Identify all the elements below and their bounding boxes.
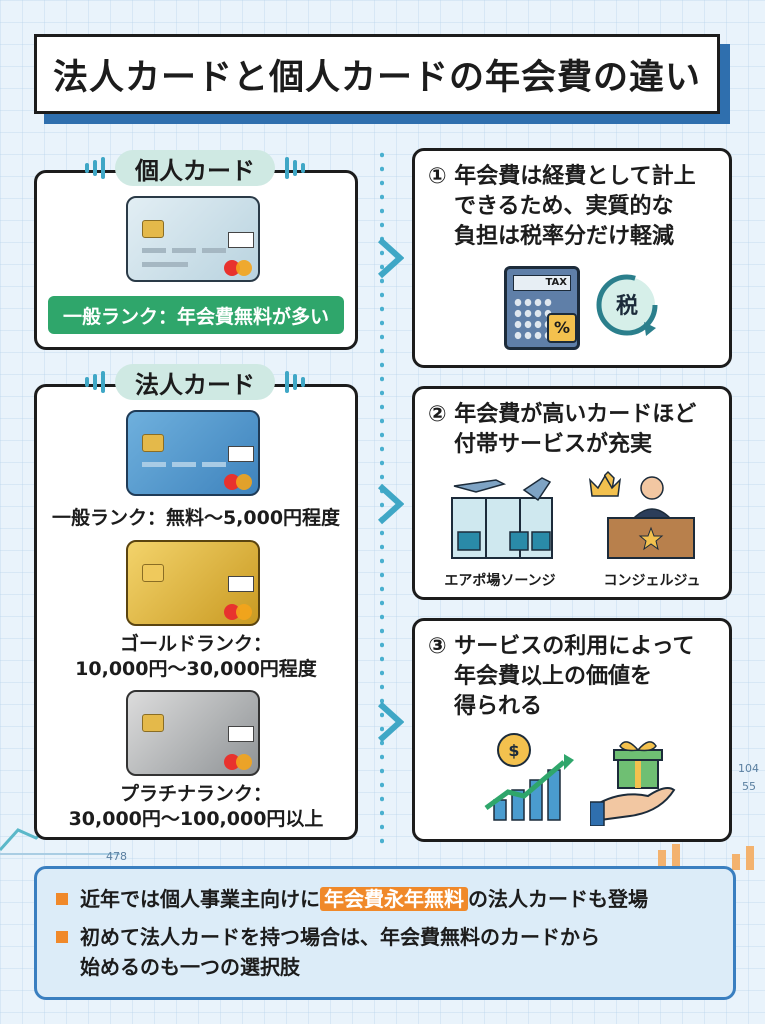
background-number: 55 (742, 780, 756, 793)
hologram-icon (228, 726, 254, 742)
corporate-heading: 法人カード (115, 364, 275, 400)
point-1-line: できるため、実質的な (454, 194, 674, 219)
personal-general-rank: 一般ランク：年会費無料が多い (48, 296, 344, 334)
platinum-rank-line1: プラチナランク： (119, 783, 272, 805)
card-stripe (142, 248, 166, 253)
growth-chart-icon: $ (480, 730, 580, 826)
concierge-label: コンジェルジュ (603, 573, 701, 589)
note-1-after: の法人カードも登場 (468, 887, 648, 911)
card-brand-icon (224, 474, 254, 490)
background-number: 478 (106, 850, 127, 863)
decoration-bars-icon (85, 371, 105, 393)
personal-heading-wrap: 個人カード (60, 148, 330, 188)
note-text: 初めて法人カードを持つ場合は、年会費無料のカードから 始めるのも一つの選択肢 (80, 922, 600, 982)
note-1-before: 近年では個人事業主向けに (80, 887, 320, 911)
gold-rank-line1: ゴールドランク： (119, 633, 272, 655)
card-brand-icon (224, 604, 254, 620)
lounge-label: エアポ場ソーンジ (444, 573, 556, 589)
notes-content: 近年では個人事業主向けに年会費永年無料の法人カードも登場 初めて法人カードを持つ… (56, 884, 726, 982)
calculator-keys (513, 297, 553, 341)
point-2-text: ② 年会費が高いカードほど 付帯サービスが充実 (428, 400, 728, 460)
note-2-line-b: 始めるのも一つの選択肢 (80, 955, 300, 979)
card-stripe (202, 248, 226, 253)
decoration-bars-icon (285, 157, 305, 179)
decoration-bars-icon (285, 371, 305, 393)
calculator-screen: TAX (513, 275, 571, 291)
point-1-line: 負担は税率分だけ軽減 (454, 224, 675, 249)
crown-icon (588, 474, 622, 498)
point-3-line: 得られる (454, 694, 543, 719)
card-stripe (172, 462, 196, 467)
card-stripe (142, 262, 188, 267)
point-1-line: ① 年会費は経費として計上 (428, 164, 696, 189)
decoration-bars-icon (85, 157, 105, 179)
divider (380, 148, 384, 848)
note-2-line-a: 初めて法人カードを持つ場合は、年会費無料のカードから (80, 925, 600, 949)
point-2-line: ② 年会費が高いカードほど (428, 402, 697, 427)
bullet-icon (56, 893, 68, 905)
point-2-line: 付帯サービスが充実 (454, 432, 653, 457)
note-text: 近年では個人事業主向けに年会費永年無料の法人カードも登場 (80, 884, 648, 914)
bullet-icon (56, 931, 68, 943)
point-3-text: ③ サービスの利用によって 年会費以上の価値を 得られる (428, 632, 728, 722)
page-title: 法人カードと個人カードの年会費の違い (34, 34, 720, 114)
card-stripe (172, 248, 196, 253)
note-item: 初めて法人カードを持つ場合は、年会費無料のカードから 始めるのも一つの選択肢 (56, 922, 726, 982)
corporate-heading-wrap: 法人カード (60, 362, 330, 402)
note-item: 近年では個人事業主向けに年会費永年無料の法人カードも登場 (56, 884, 726, 914)
general-rank-label: 一般ランク：無料〜5,000円程度 (51, 507, 341, 529)
hologram-icon (228, 446, 254, 462)
platinum-rank-line2: 30,000円〜100,000円以上 (68, 808, 324, 830)
chip-icon (142, 564, 164, 582)
personal-card-image (126, 196, 260, 282)
point-3-line: ③ サービスの利用によって (428, 634, 695, 659)
tax-icon: 税 (592, 270, 662, 340)
platinum-rank-label: プラチナランク： 30,000円〜100,000円以上 (40, 782, 352, 832)
general-card-image (126, 410, 260, 496)
chip-icon (142, 220, 164, 238)
card-brand-icon (224, 260, 254, 276)
gold-card-image (126, 540, 260, 626)
svg-text:$: $ (508, 741, 519, 760)
card-brand-icon (224, 754, 254, 770)
hologram-icon (228, 576, 254, 592)
airport-lounge-icon (446, 470, 558, 562)
calculator-icon: TAX % (504, 266, 580, 350)
point-2-panel (412, 386, 732, 600)
gold-rank-line2: 10,000円〜30,000円程度 (75, 658, 317, 680)
note-1-highlight: 年会費永年無料 (320, 887, 468, 911)
gift-icon (589, 736, 682, 827)
chevron-right-icon (377, 701, 404, 743)
card-stripe (202, 462, 226, 467)
point-3-panel (412, 618, 732, 842)
chevron-right-icon (377, 483, 404, 525)
platinum-card-image (126, 690, 260, 776)
hologram-icon (228, 232, 254, 248)
card-stripe (142, 462, 166, 467)
chevron-right-icon (377, 237, 404, 279)
point-3-line: 年会費以上の価値を (454, 664, 653, 689)
chip-icon (142, 714, 164, 732)
gold-rank-label: ゴールドランク： 10,000円〜30,000円程度 (40, 632, 352, 682)
background-number: 104 (738, 762, 759, 775)
tax-kanji: 税 (615, 294, 638, 319)
percent-badge: % (547, 313, 577, 343)
point-1-text: ① 年会費は経費として計上 できるため、実質的な 負担は税率分だけ軽減 (428, 162, 728, 252)
personal-heading: 個人カード (115, 150, 275, 186)
background-bars-right (652, 840, 762, 870)
chip-icon (142, 434, 164, 452)
